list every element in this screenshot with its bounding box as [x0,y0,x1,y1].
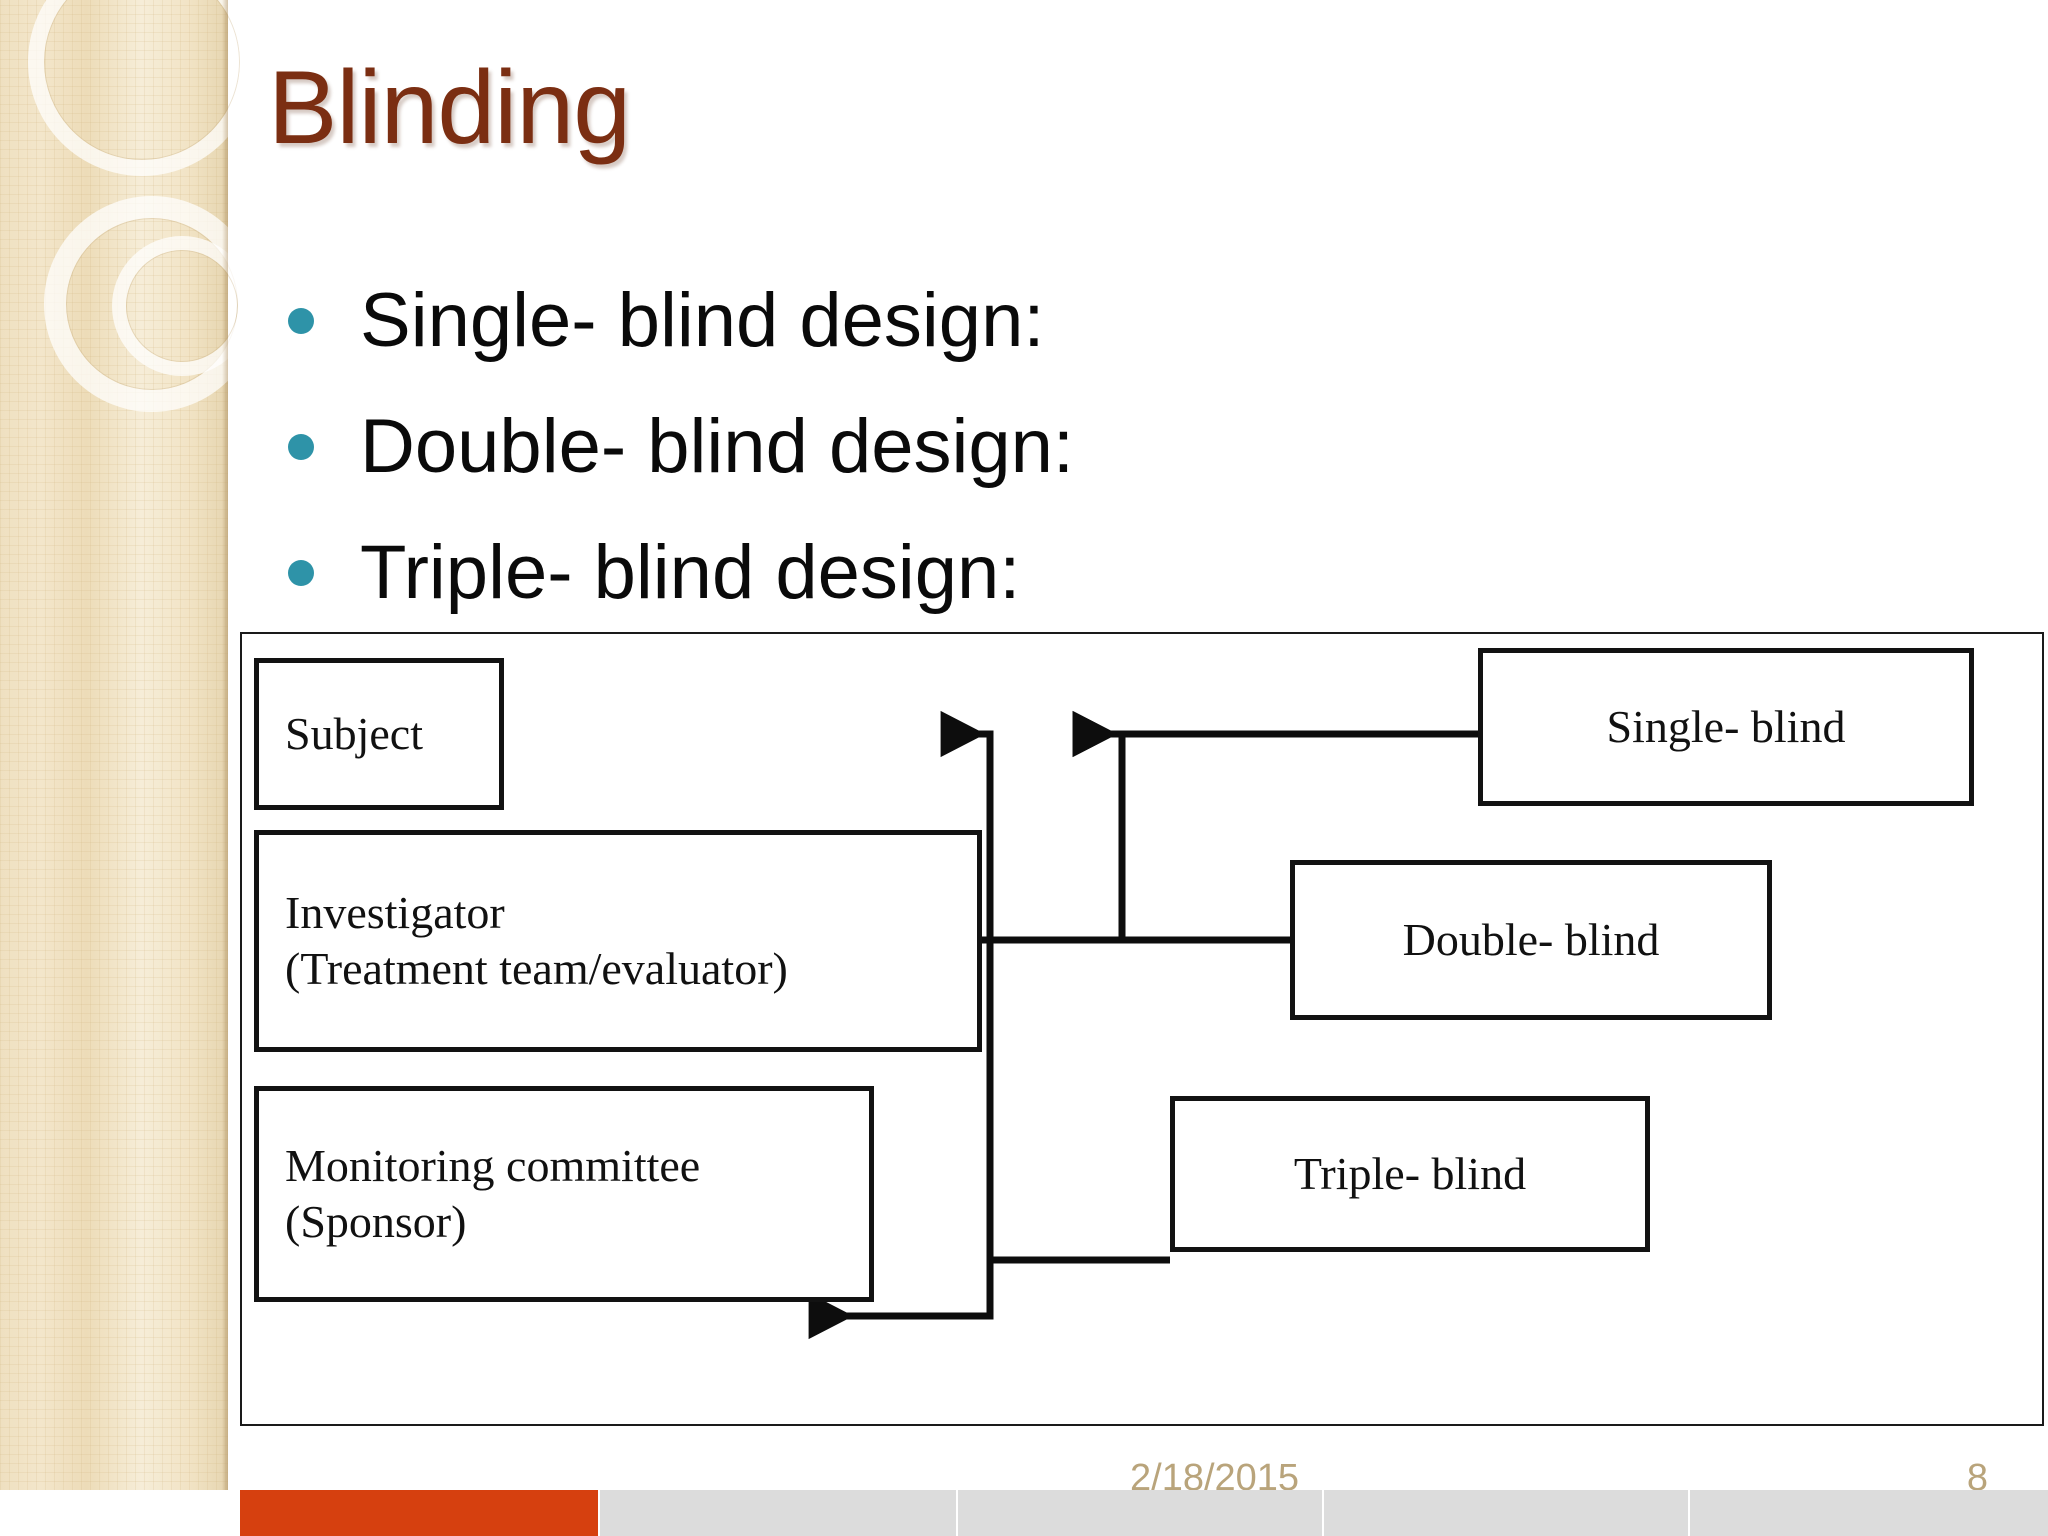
box-line: Subject [285,707,423,759]
diagram-box-single-blind: Single- blind [1478,648,1974,806]
connector-double-blind-to-subject [1072,710,1126,940]
bottom-bar-segment [958,1490,1324,1536]
box-line: Investigator [285,886,505,938]
page-title: Blinding [268,50,631,166]
bullet-dot-icon [288,308,314,334]
bottom-bar-segment [600,1490,958,1536]
diagram-box-investigator: Investigator (Treatment team/evaluator) [254,830,982,1052]
box-line: (Sponsor) [285,1196,467,1247]
bullet-label: Double- blind design: [360,404,1075,489]
diagram-box-subject: Subject [254,658,504,810]
box-line: Double- blind [1402,913,1660,965]
blinding-diagram: Subject Investigator (Treatment team/eva… [240,632,2044,1426]
bullet-dot-icon [288,560,314,586]
bottom-bar-segment [1324,1490,1690,1536]
list-item: Triple- blind design: [288,510,1488,636]
diagram-box-double-blind: Double- blind [1290,860,1772,1020]
list-item: Double- blind design: [288,384,1488,510]
list-item: Single- blind design: [288,258,1488,384]
bottom-bar-segment [1690,1490,2048,1536]
bullet-label: Single- blind design: [360,278,1045,363]
bullet-label: Triple- blind design: [360,530,1021,615]
bottom-progress-bar [0,1490,2048,1536]
box-line: Monitoring committee [285,1139,701,1191]
bottom-bar-left-gap [0,1490,240,1536]
diagram-box-monitoring-committee: Monitoring committee (Sponsor) [254,1086,874,1302]
decorative-ring-icon [112,236,252,376]
box-line: Single- blind [1606,700,1846,752]
box-line: (Treatment team/evaluator) [285,943,788,994]
bullet-dot-icon [288,434,314,460]
box-line: Triple- blind [1293,1147,1527,1199]
bullet-list: Single- blind design: Double- blind desi… [288,258,1488,636]
footer-page-number: 8 [1966,1457,1988,1499]
band-edge [222,0,228,1536]
decorative-left-band [0,0,420,1536]
diagram-box-triple-blind: Triple- blind [1170,1096,1650,1252]
